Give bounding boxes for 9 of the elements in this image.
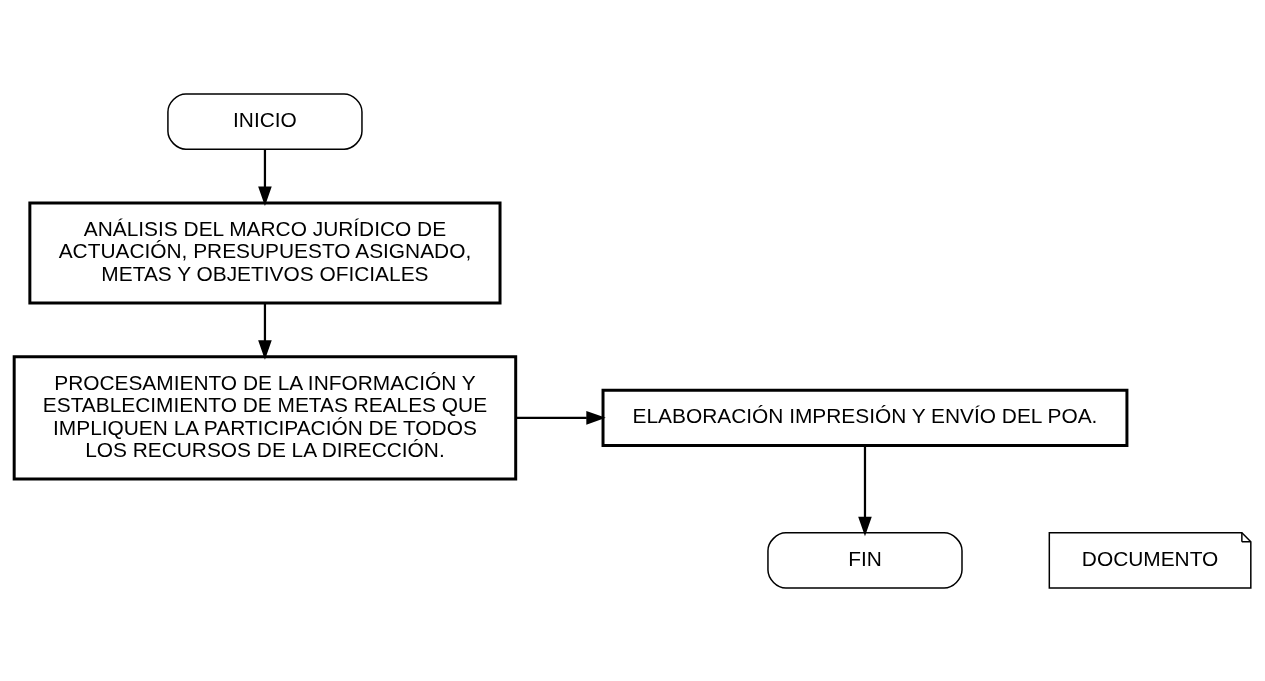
arrow (258, 149, 272, 206)
arrow (515, 410, 606, 425)
node-box: PROCESAMIENTO DE LA INFORMACIÓN Y ESTABLECIMIENTO DE METAS REALES QUE IMPLIQUEN LA PARTICIPACIÓN DE TODOS LOS RECURSOS DE LA DIRECCIÓN. (12, 354, 518, 481)
arrow (258, 302, 272, 360)
arrow (858, 445, 872, 536)
node-box: FIN (767, 531, 963, 589)
node-box: ANÁLISIS DEL MARCO JURÍDICO DE ACTUACIÓN, PRESUPUESTO ASIGNADO, METAS Y OBJETIVOS OFICIALES (28, 200, 502, 304)
node-box: INICIO (167, 92, 363, 150)
node-box: ELABORACIÓN IMPRESIÓN Y ENVÍO DEL POA. (601, 388, 1129, 447)
